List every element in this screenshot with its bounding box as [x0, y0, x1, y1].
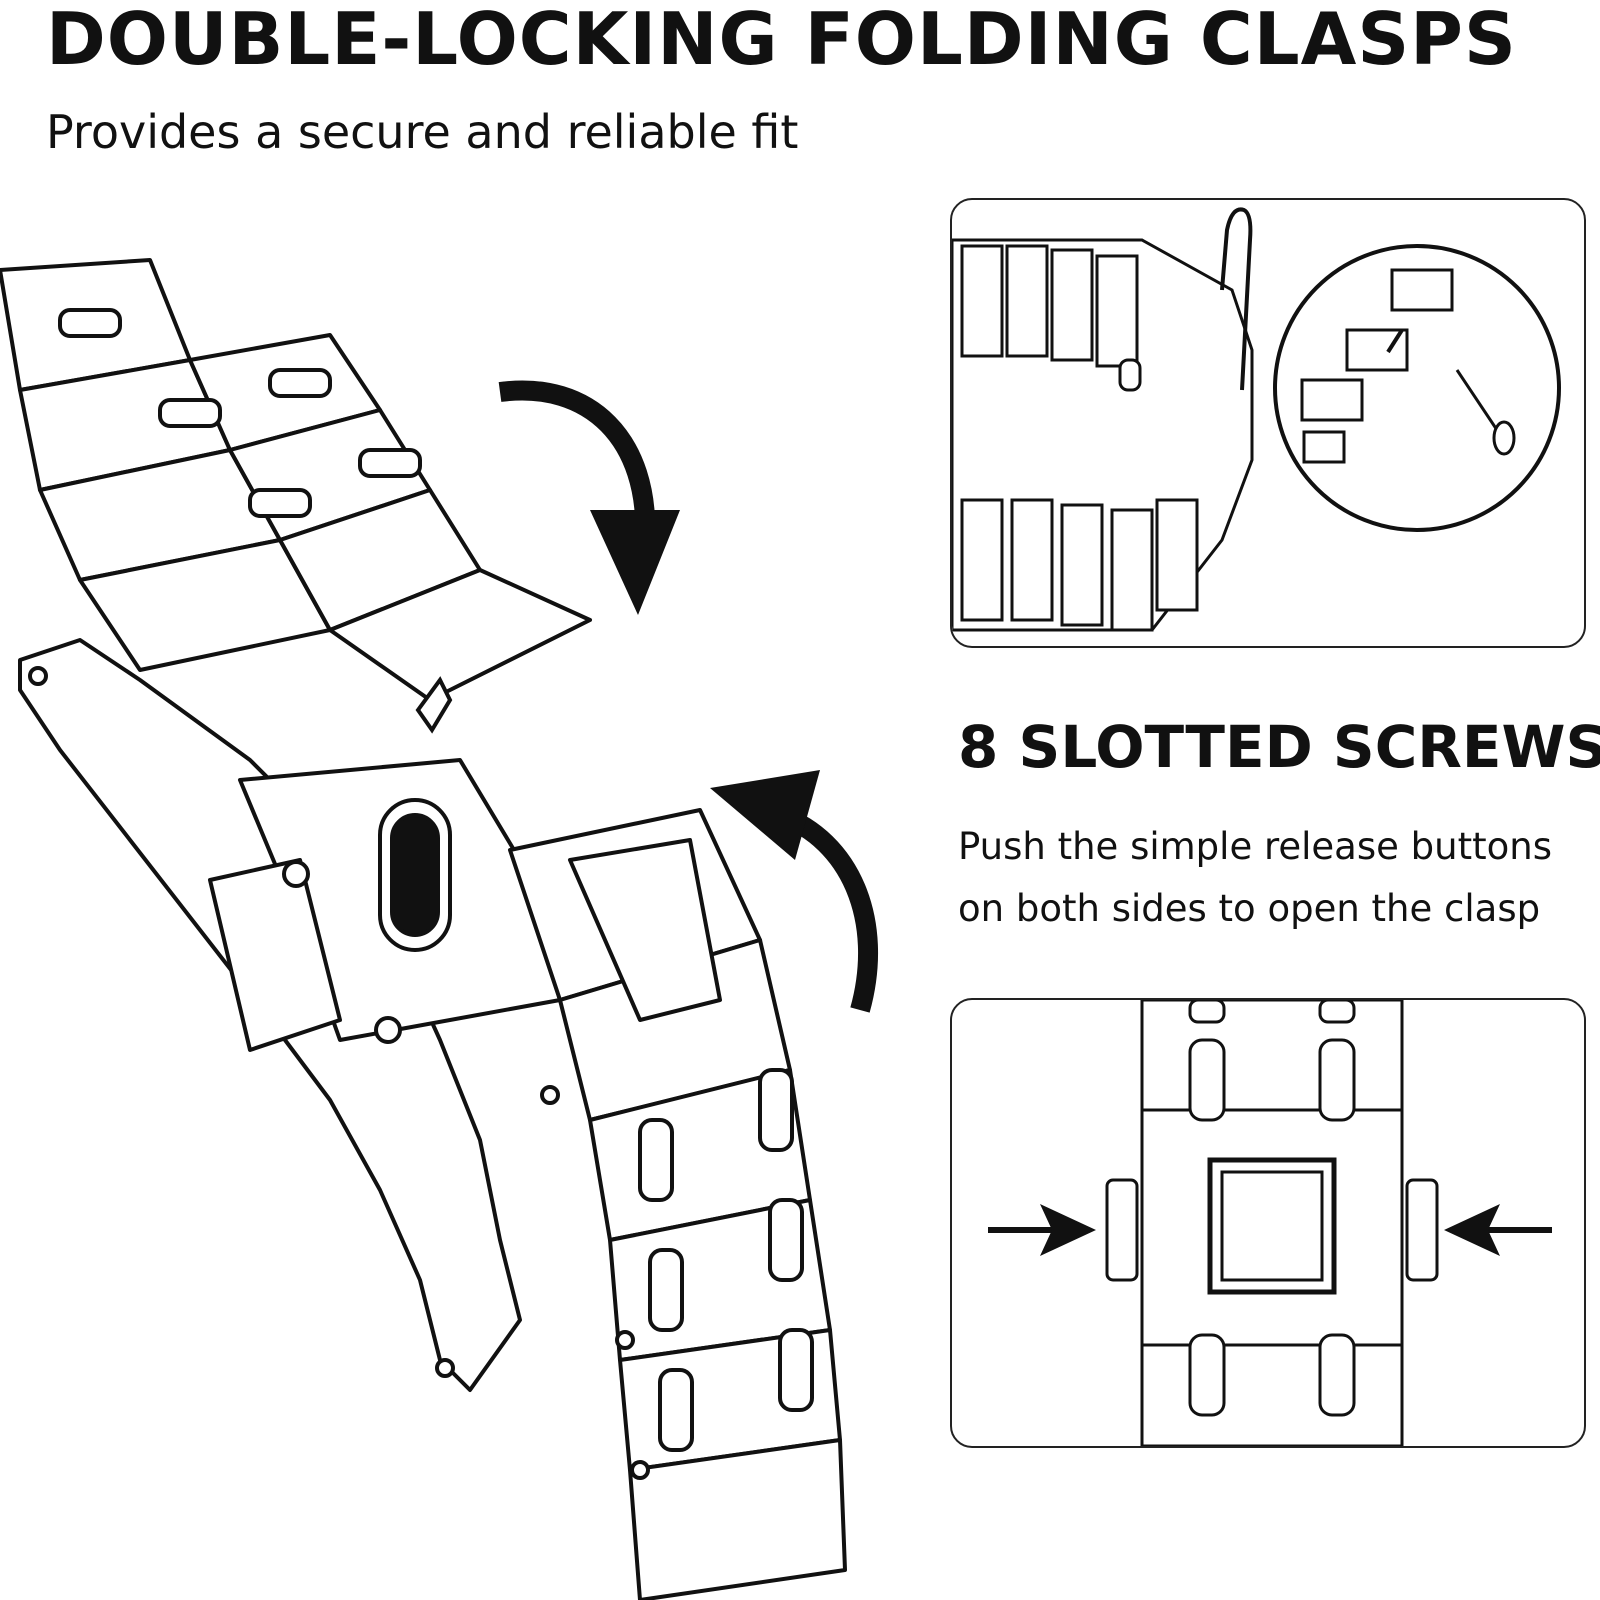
- feature-description: Push the simple release buttons on both …: [958, 816, 1598, 940]
- page-title: DOUBLE-LOCKING FOLDING CLASPS: [46, 0, 1517, 81]
- feature-description-line: Push the simple release buttons: [958, 825, 1552, 868]
- release-buttons-panel: [950, 998, 1586, 1448]
- feature-title: 8 SLOTTED SCREWS: [958, 713, 1600, 781]
- clasp-illustration: [0, 258, 847, 1600]
- feature-description-line: on both sides to open the clasp: [958, 887, 1541, 930]
- arrow-left-icon: [1444, 1204, 1552, 1256]
- pin-removal-panel: [950, 198, 1586, 648]
- clasp-closeup-illustration: [1105, 1000, 1439, 1446]
- page-subtitle: Provides a secure and reliable fit: [46, 105, 799, 159]
- arrow-right-icon: [988, 1204, 1096, 1256]
- band-adjustment-illustration: [952, 207, 1561, 632]
- curved-arrow-down-icon: [498, 380, 680, 615]
- curved-arrow-up-icon: [710, 770, 878, 1013]
